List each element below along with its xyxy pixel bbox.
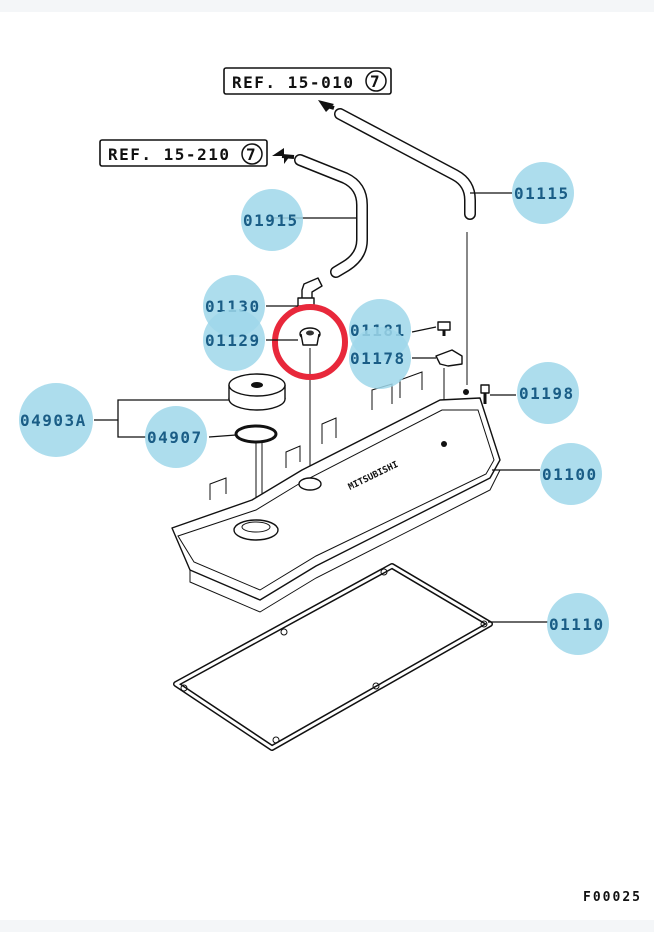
bolt-01181	[437, 321, 451, 331]
label-01100: 01100	[542, 465, 598, 484]
gasket-hole	[180, 684, 188, 692]
gasket-hole	[272, 736, 280, 744]
rocker-cover-inner	[177, 409, 495, 591]
ref-15-010-circled: 7	[370, 72, 381, 91]
grommet-hole	[306, 330, 314, 336]
bottom-band	[0, 920, 654, 932]
rocker-cover-01100	[171, 397, 501, 601]
pcv-port	[298, 477, 322, 491]
grommet-body	[300, 333, 320, 346]
rocker-cover-fin	[209, 477, 227, 500]
cover-stud	[441, 441, 447, 447]
oil-cap-gasket-04907	[234, 424, 278, 444]
pcv-elbow-01130	[301, 277, 323, 301]
leader-04907	[208, 434, 237, 438]
arrow-left-icon	[272, 148, 290, 164]
hose-01915	[295, 155, 367, 277]
highlight-ring	[272, 304, 348, 380]
gasket-hole	[372, 682, 380, 690]
hotspot-04907[interactable]: 04907	[145, 406, 207, 468]
hotspot-01198[interactable]: 01198	[517, 362, 579, 424]
circled-number-icon	[241, 143, 263, 165]
leader-01181	[411, 326, 437, 333]
rocker-cover-fin	[285, 445, 301, 468]
ref-15-010-box[interactable]: REF. 15-010 7	[223, 67, 392, 95]
top-band	[0, 0, 654, 12]
hotspot-01178[interactable]: 01178	[349, 327, 411, 389]
arrow-shaft	[281, 154, 295, 159]
leader-04903A	[94, 399, 229, 438]
hotspot-01129[interactable]: 01129	[203, 309, 265, 371]
hotspot-01915[interactable]: 01915	[241, 189, 303, 251]
rocker-cover-fin	[321, 417, 337, 444]
bracket-01178	[435, 349, 463, 367]
hotspot-01110[interactable]: 01110	[547, 593, 609, 655]
label-01915: 01915	[243, 211, 299, 230]
label-04903A: 04903A	[20, 411, 87, 430]
label-01198: 01198	[519, 384, 575, 403]
oil-fill-port	[233, 519, 279, 541]
oil-cap-center	[251, 382, 263, 388]
label-04907: 04907	[147, 428, 203, 447]
label-01130: 01130	[205, 297, 261, 316]
cover-stud	[463, 389, 469, 395]
hotspot-01100[interactable]: 01100	[540, 443, 602, 505]
gasket-hole	[280, 628, 288, 636]
rocker-cover-lower-edge	[189, 469, 501, 613]
ref-15-210-circled: 7	[246, 145, 257, 164]
gasket-hole	[380, 568, 388, 576]
label-01178: 01178	[350, 349, 406, 368]
label-01115: 01115	[514, 184, 570, 203]
hotspot-01115[interactable]: 01115	[512, 162, 574, 224]
stud-01198	[480, 384, 490, 394]
ref-15-010-text: REF. 15-010	[232, 73, 354, 92]
figure-code: F00025	[583, 890, 642, 905]
gasket-inner	[174, 564, 492, 750]
circled-number-icon	[365, 70, 387, 92]
label-01129: 01129	[205, 331, 261, 350]
rocker-cover-fin	[399, 371, 423, 398]
hose-01115	[335, 109, 475, 219]
oil-fill-port-inner	[241, 521, 271, 533]
gasket-hole	[480, 620, 488, 628]
arrow-shaft	[323, 103, 335, 110]
hotspot-04903A[interactable]: 04903A	[19, 383, 93, 457]
ref-15-210-text: REF. 15-210	[108, 145, 230, 164]
ref-15-210-box[interactable]: REF. 15-210 7	[99, 139, 268, 167]
label-01110: 01110	[549, 615, 605, 634]
